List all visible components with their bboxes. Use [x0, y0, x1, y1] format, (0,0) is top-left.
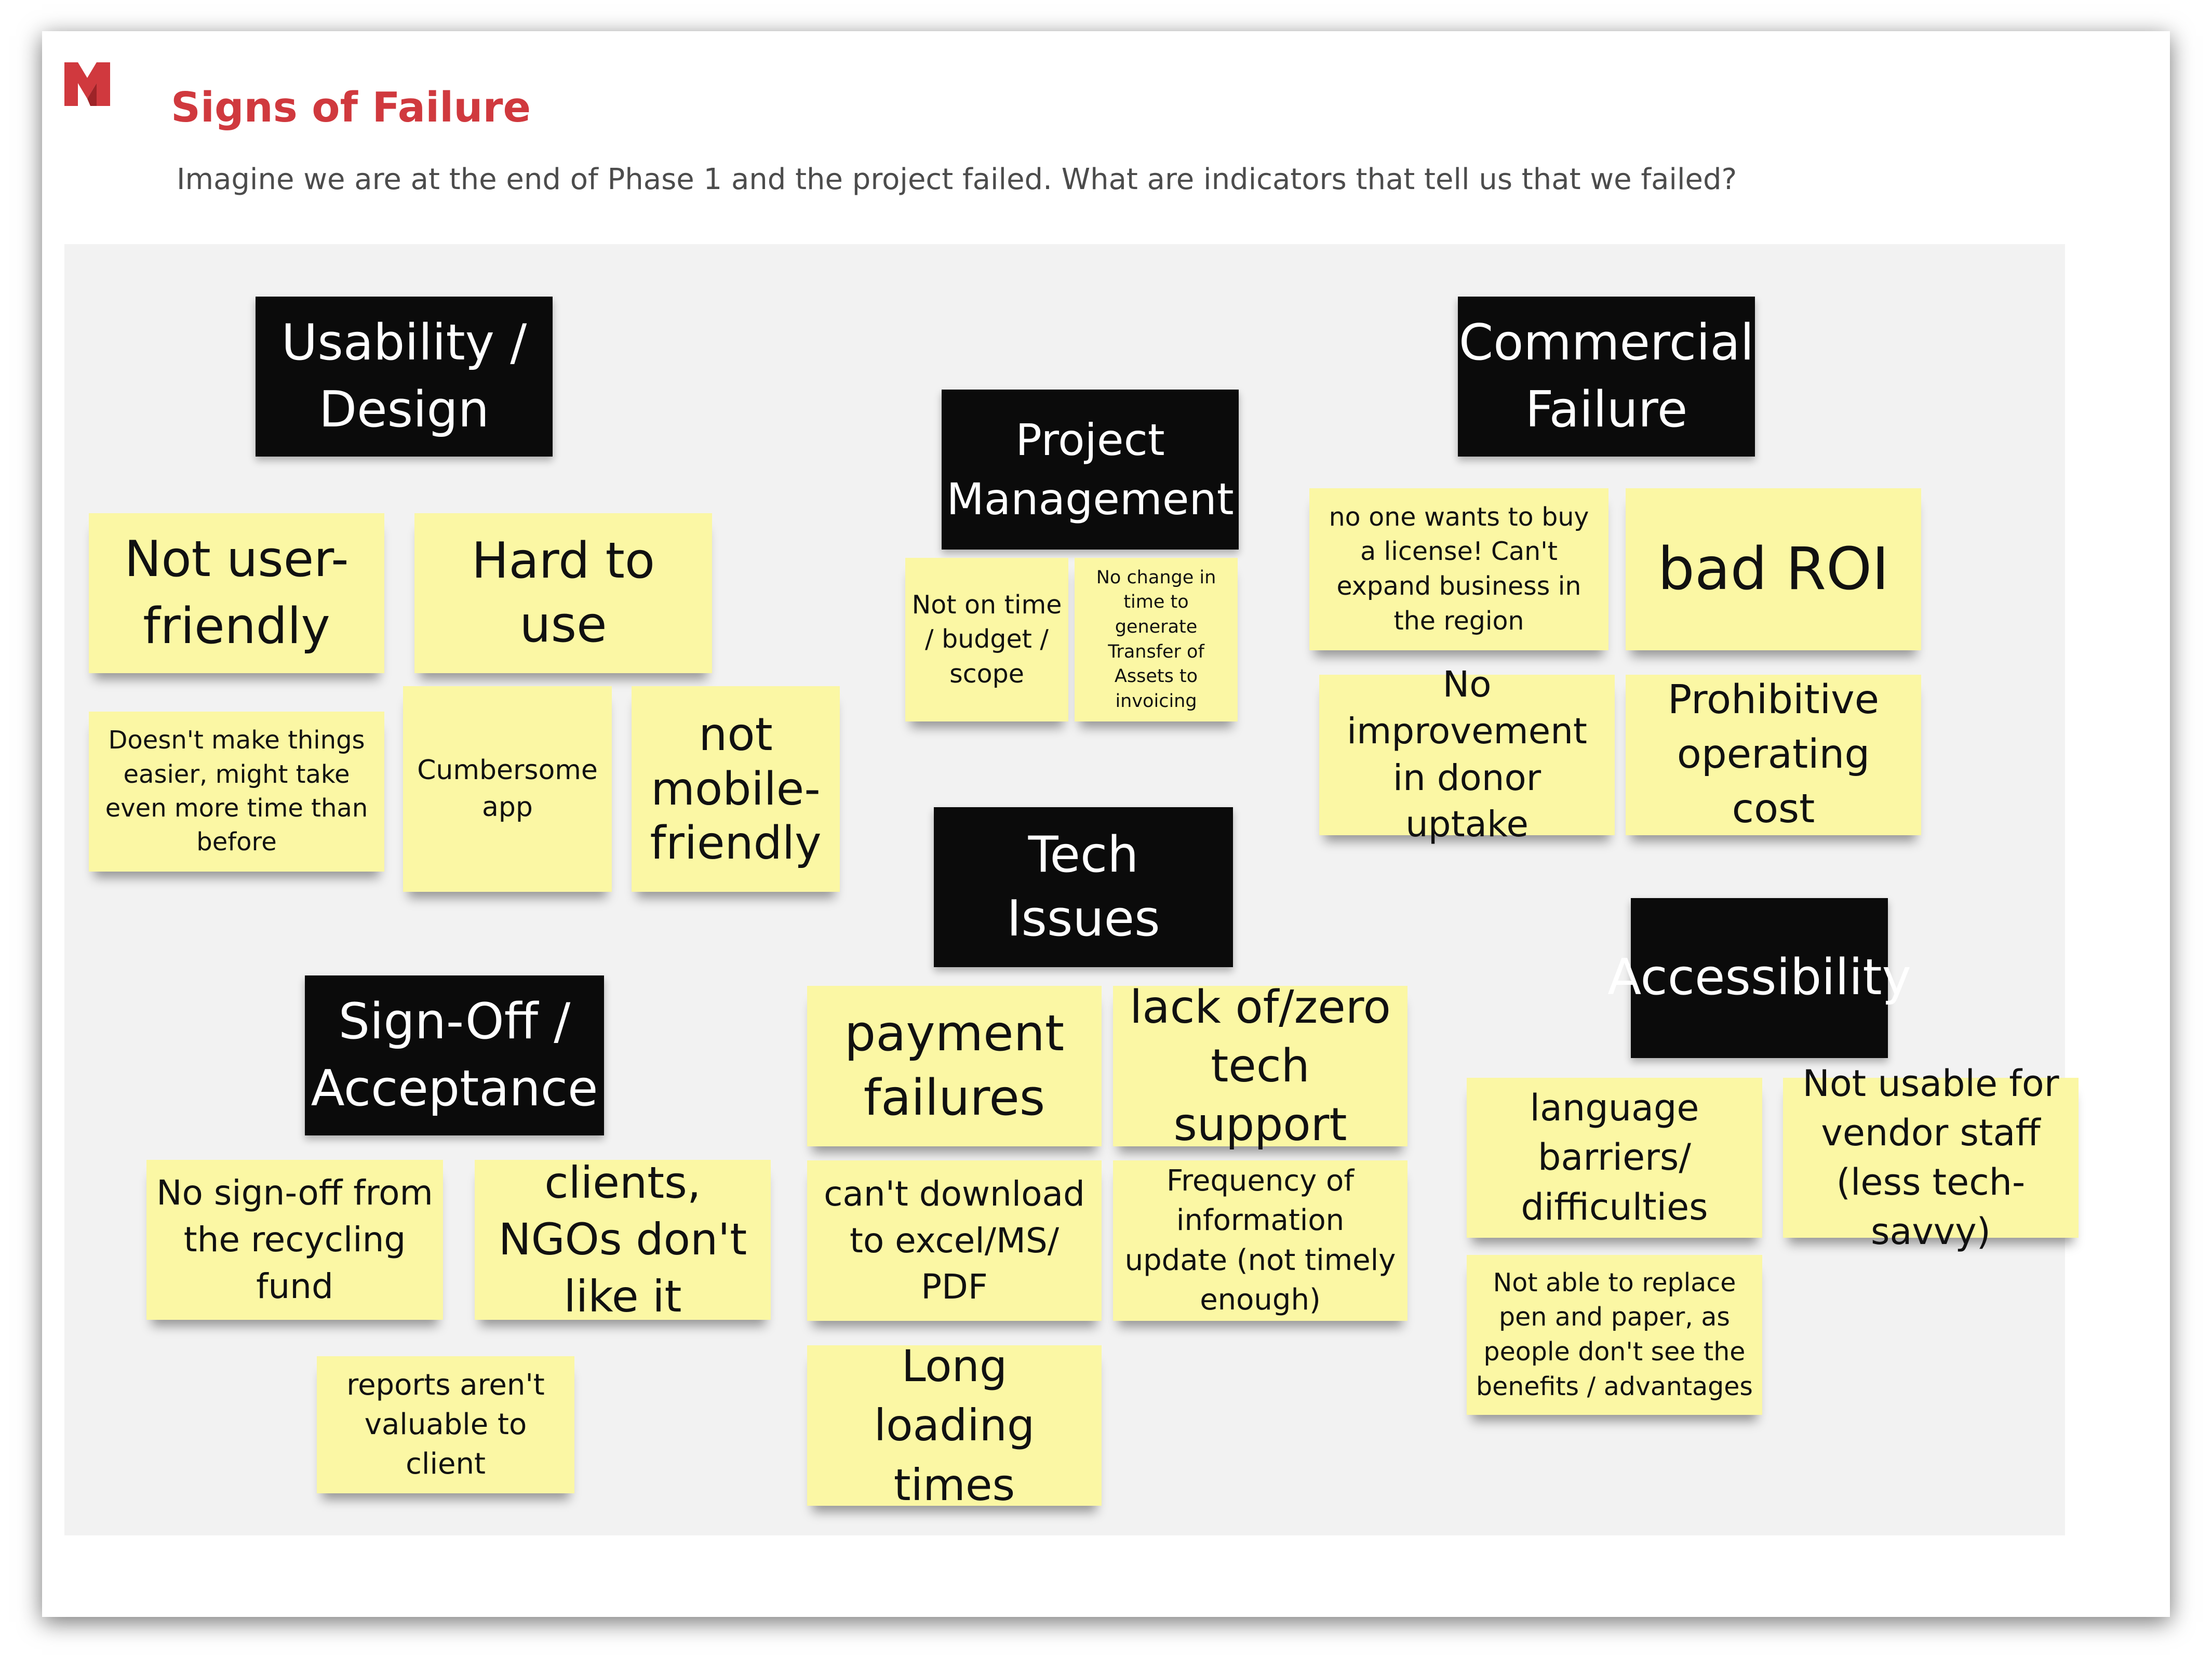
sticky-note[interactable]: bad ROI: [1626, 488, 1921, 650]
category-project-management[interactable]: Project Management: [942, 390, 1239, 550]
page-subtitle: Imagine we are at the end of Phase 1 and…: [177, 163, 1737, 196]
brand-logo-icon: [64, 62, 110, 106]
note-text: lack of/zero tech support: [1130, 980, 1391, 1152]
note-text: can't download to excel/MS/ PDF: [824, 1173, 1085, 1307]
note-text: clients, NGOs don't like it: [498, 1157, 747, 1322]
sticky-note[interactable]: Not usable for vendor staff (less tech-s…: [1783, 1062, 2079, 1253]
note-text: Frequency of information update (not tim…: [1124, 1164, 1396, 1317]
note-text: Hard to use: [472, 532, 655, 654]
sticky-note[interactable]: Frequency of information update (not tim…: [1113, 1160, 1407, 1321]
category-signoff-acceptance[interactable]: Sign-Off / Acceptance: [305, 975, 604, 1135]
sticky-note[interactable]: Prohibitive operating cost: [1626, 675, 1921, 835]
sticky-note[interactable]: Hard to use: [414, 513, 712, 673]
category-label: Sign-Off / Acceptance: [311, 993, 598, 1117]
sticky-note[interactable]: language barriers/ difficulties: [1467, 1078, 1762, 1238]
sticky-note[interactable]: Not on time / budget / scope: [905, 558, 1068, 721]
note-text: Cumbersome app: [417, 755, 598, 823]
category-label: Project Management: [946, 414, 1234, 525]
sticky-note[interactable]: Cumbersome app: [403, 686, 612, 892]
note-text: reports aren't valuable to client: [346, 1368, 545, 1481]
note-text: Prohibitive operating cost: [1667, 677, 1880, 832]
note-text: language barriers/ difficulties: [1521, 1087, 1708, 1228]
category-commercial-failure[interactable]: Commercial Failure: [1458, 297, 1755, 457]
note-text: Long loading times: [874, 1341, 1035, 1510]
note-text: Not usable for vendor staff (less tech-s…: [1802, 1062, 2059, 1253]
category-usability-design[interactable]: Usability / Design: [256, 297, 553, 457]
note-text: bad ROI: [1657, 535, 1889, 603]
sticky-note[interactable]: not mobile-friendly: [632, 686, 840, 892]
sticky-note[interactable]: No change in time to generate Transfer o…: [1075, 558, 1238, 721]
sticky-note[interactable]: Doesn't make things easier, might take e…: [89, 712, 384, 872]
category-accessibility[interactable]: Accessibility: [1607, 898, 1911, 1058]
note-text: No sign-off from the recycling fund: [156, 1173, 433, 1306]
sticky-note[interactable]: No sign-off from the recycling fund: [146, 1160, 443, 1320]
note-text: not mobile-friendly: [650, 708, 822, 870]
category-label: Tech Issues: [1007, 826, 1160, 948]
note-text: No improvement in donor uptake: [1347, 664, 1587, 846]
sticky-note[interactable]: no one wants to buy a license! Can't exp…: [1309, 488, 1608, 650]
note-text: payment failures: [844, 1005, 1065, 1127]
note-text: Not user-friendly: [124, 530, 349, 655]
sticky-note[interactable]: reports aren't valuable to client: [317, 1356, 574, 1493]
sticky-note[interactable]: Long loading times: [807, 1341, 1102, 1510]
note-text: No change in time to generate Transfer o…: [1096, 567, 1216, 712]
sticky-note[interactable]: payment failures: [807, 986, 1102, 1146]
note-text: Doesn't make things easier, might take e…: [105, 726, 368, 857]
sticky-note[interactable]: lack of/zero tech support: [1113, 981, 1407, 1151]
sticky-note[interactable]: can't download to excel/MS/ PDF: [807, 1160, 1102, 1321]
sticky-note[interactable]: No improvement in donor uptake: [1319, 664, 1615, 845]
sticky-note[interactable]: clients, NGOs don't like it: [475, 1157, 771, 1322]
category-label: Accessibility: [1607, 949, 1911, 1007]
note-text: Not able to replace pen and paper, as pe…: [1476, 1267, 1753, 1401]
note-text: no one wants to buy a license! Can't exp…: [1329, 502, 1589, 636]
note-text: Not on time / budget / scope: [911, 590, 1062, 689]
sticky-note[interactable]: Not able to replace pen and paper, as pe…: [1467, 1255, 1762, 1415]
category-tech-issues[interactable]: Tech Issues: [934, 807, 1233, 967]
sticky-note[interactable]: Not user-friendly: [89, 513, 384, 673]
category-label: Usability / Design: [281, 314, 527, 438]
category-label: Commercial Failure: [1458, 314, 1754, 438]
page-title: Signs of Failure: [171, 84, 531, 131]
